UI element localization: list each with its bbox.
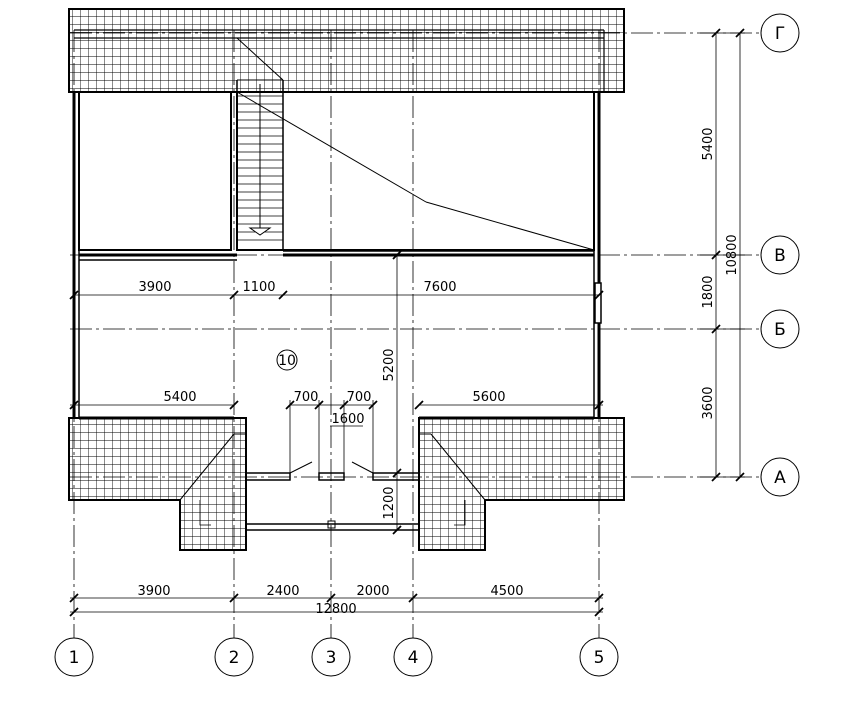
dim-door-left: 700 xyxy=(294,390,319,405)
roof-left-porch xyxy=(68,417,247,551)
dim-right-low: 5600 xyxy=(472,390,505,405)
column-axis-markers xyxy=(54,637,619,677)
dim-right-b-a: 3600 xyxy=(701,386,716,419)
dim-bottom-1: 3900 xyxy=(137,584,170,599)
row-axis-markers xyxy=(760,13,800,497)
axis-label-col-5: 5 xyxy=(594,648,605,668)
dim-right-overall: 10800 xyxy=(725,234,740,275)
dim-top-right: 7600 xyxy=(423,280,456,295)
axis-label-col-3: 3 xyxy=(326,648,337,668)
dim-bottom-4: 4500 xyxy=(490,584,523,599)
staircase xyxy=(236,79,284,250)
roof-top-band xyxy=(68,8,625,93)
room-marker: 10 xyxy=(276,349,298,371)
dimension-lines xyxy=(69,28,745,617)
axis-label-col-1: 1 xyxy=(69,648,80,668)
dim-door-width: 1600 xyxy=(331,412,364,427)
dim-bottom-2: 2400 xyxy=(266,584,299,599)
roof-right-porch xyxy=(418,417,625,551)
axis-label-row-v: В xyxy=(774,246,786,266)
axis-label-col-4: 4 xyxy=(408,648,419,668)
dim-top-left: 3900 xyxy=(138,280,171,295)
dim-bottom-3: 2000 xyxy=(356,584,389,599)
room-number: 10 xyxy=(278,353,296,369)
dim-vertical-stair: 5200 xyxy=(382,348,397,381)
axis-label-row-b: Б xyxy=(774,320,786,340)
dim-left-low: 5400 xyxy=(163,390,196,405)
axis-label-row-a: А xyxy=(774,468,786,488)
dim-right-v-b: 1800 xyxy=(701,275,716,308)
roof-tiles xyxy=(68,8,625,551)
dim-vertical-porch: 1200 xyxy=(382,486,397,519)
dimension-texts: 3900 1100 7600 5400 700 700 1600 5600 39… xyxy=(137,127,740,617)
dim-right-g-v: 5400 xyxy=(701,127,716,160)
dim-overall-width: 12800 xyxy=(315,602,356,617)
dim-door-right: 700 xyxy=(347,390,372,405)
axis-label-row-g: Г xyxy=(775,24,785,44)
axis-label-col-2: 2 xyxy=(229,648,240,668)
axis-lines xyxy=(70,30,760,638)
dim-top-mid: 1100 xyxy=(242,280,275,295)
